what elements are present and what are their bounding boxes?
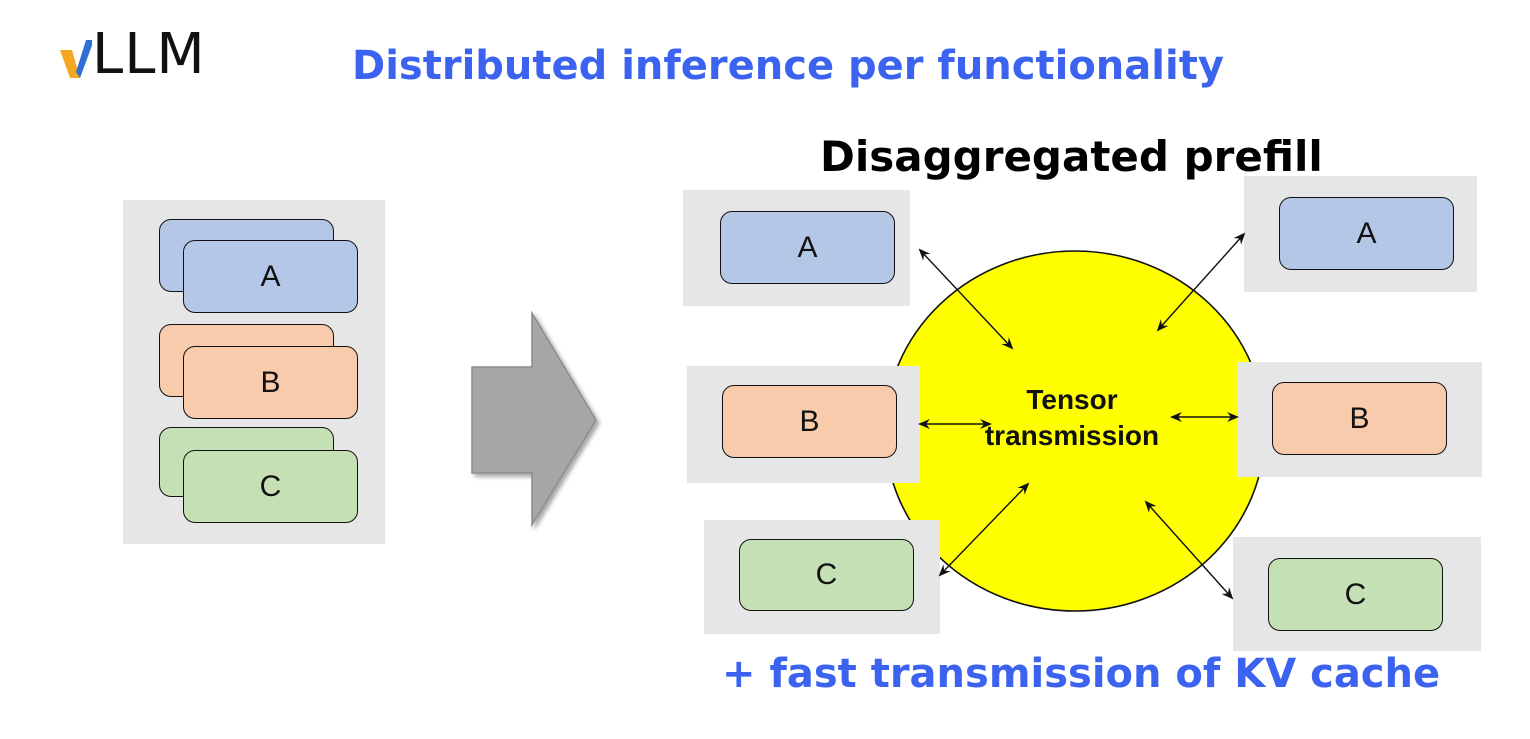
diagram-subtitle: Disaggregated prefill: [820, 132, 1323, 181]
stack-label-b: B: [260, 365, 281, 399]
page-title: Distributed inference per functionality: [352, 43, 1224, 89]
right-node-label-c: C: [1344, 577, 1367, 611]
stack-label-a: A: [260, 259, 281, 293]
left-node-b: B: [722, 385, 897, 458]
stack-box-a: A: [183, 240, 358, 313]
left-node-label-b: B: [799, 404, 820, 438]
center-label-line1: Tensor: [1026, 384, 1118, 415]
vllm-logo: LLM: [58, 20, 206, 90]
right-node-label-b: B: [1349, 401, 1370, 435]
left-node-label-a: A: [797, 230, 818, 264]
footer-note: + fast transmission of KV cache: [722, 651, 1441, 697]
left-node-c: C: [739, 539, 914, 611]
stack-label-c: C: [259, 469, 282, 503]
left-node-a: A: [720, 211, 895, 284]
logo-text: LLM: [92, 22, 206, 87]
right-node-label-a: A: [1356, 216, 1377, 250]
right-node-b: B: [1272, 382, 1447, 455]
center-label: Tensor transmission: [962, 382, 1182, 455]
right-node-c: C: [1268, 558, 1443, 631]
stack-box-b: B: [183, 346, 358, 419]
center-label-line2: transmission: [984, 420, 1160, 452]
left-node-label-c: C: [815, 558, 838, 591]
right-node-a: A: [1279, 197, 1454, 270]
transform-arrow-icon: [471, 310, 597, 528]
stack-box-c: C: [183, 450, 358, 523]
vllm-v-icon: [60, 40, 92, 78]
